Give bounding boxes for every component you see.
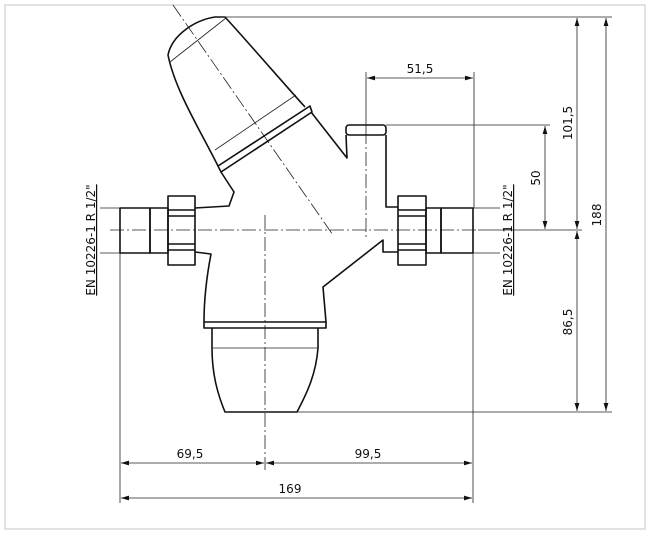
dim-86-5: 86,5 — [561, 309, 575, 336]
dim-51-5: 51,5 — [407, 62, 434, 76]
centerlines — [110, 4, 478, 470]
dim-69-5: 69,5 — [177, 447, 204, 461]
frame-border — [4, 4, 646, 530]
dim-101-5: 101,5 — [561, 106, 575, 140]
dim-99-5: 99,5 — [355, 447, 382, 461]
thread-label-right: EN 10226-1 R 1/2" — [501, 184, 515, 295]
dimension-lines — [100, 16, 612, 503]
dim-188: 188 — [590, 204, 604, 227]
dim-169: 169 — [279, 482, 302, 496]
thread-label-left: EN 10226-1 R 1/2" — [84, 184, 98, 295]
valve-body — [119, 16, 474, 413]
dim-50: 50 — [529, 170, 543, 185]
dimension-labels: 51,5 101,5 50 188 86,5 69,5 99,5 169 EN … — [84, 62, 604, 496]
